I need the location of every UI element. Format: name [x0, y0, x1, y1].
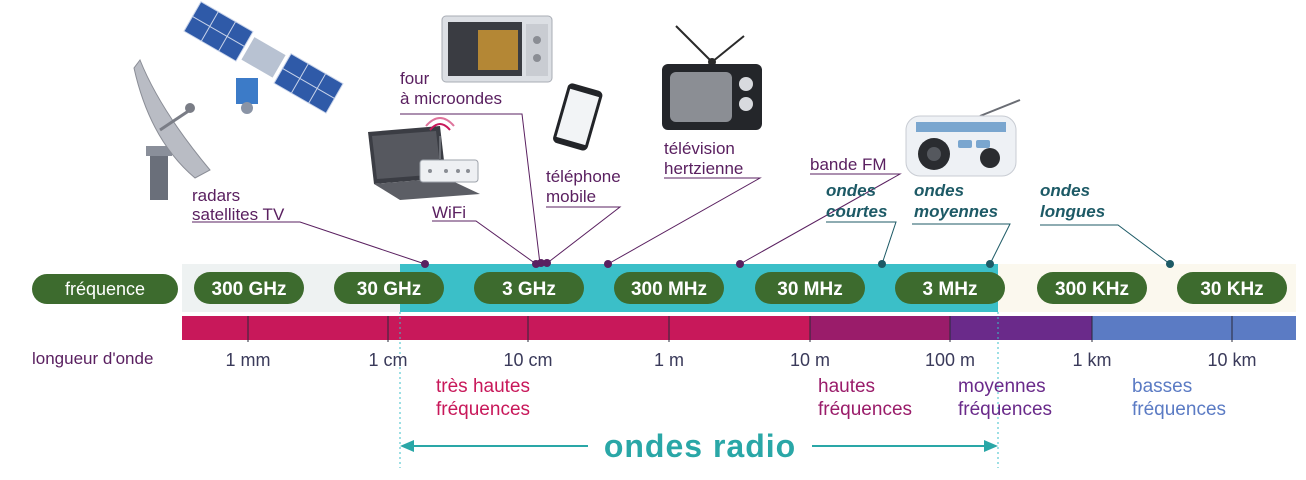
freq-text-8: 30 KHz — [1200, 279, 1263, 300]
radio-icon — [905, 99, 1021, 177]
wavelength-8: 10 km — [1207, 350, 1256, 370]
freq-pill-8 — [1177, 272, 1287, 304]
wavelength-1: 1 mm — [226, 350, 271, 370]
annot-longues-2: longues — [1040, 202, 1105, 221]
band-ticks — [247, 316, 1233, 342]
annot-radars-2: satellites TV — [192, 205, 285, 224]
annot-courtes-2: courtes — [826, 202, 887, 221]
freq-pill-2 — [334, 272, 444, 304]
band-names: très hautes fréquences hautes fréquences… — [436, 376, 1226, 420]
wavelength-3: 10 cm — [503, 350, 552, 370]
freq-text-1: 300 GHz — [212, 279, 287, 300]
freq-pill-1 — [194, 272, 304, 304]
band-bar-low — [1092, 316, 1296, 340]
freq-text-4: 300 MHz — [631, 279, 707, 300]
radio-waves-arrow — [400, 440, 998, 452]
annot-tv-1: télévision — [664, 139, 735, 158]
band-bar-very-high — [182, 316, 810, 340]
wavelength-6: 100 m — [925, 350, 975, 370]
smartphone-icon — [553, 83, 603, 151]
band-low-line1: basses — [1132, 376, 1192, 397]
band-bar-high — [810, 316, 950, 340]
freq-text-3: 3 GHz — [502, 279, 556, 300]
freq-pill-3 — [474, 272, 584, 304]
annot-phone-1: téléphone — [546, 167, 621, 186]
leader-dots — [421, 259, 1174, 268]
frequency-label: fréquence — [65, 279, 145, 299]
wifi-router-icon — [419, 117, 479, 183]
band-bar-medium — [950, 316, 1092, 340]
annot-moyennes-1: ondes — [914, 181, 964, 200]
annot-radars-1: radars — [192, 186, 240, 205]
radio-waves-label: ondes radio — [604, 428, 796, 464]
band-high-line2: fréquences — [818, 399, 912, 420]
annot-moyennes-2: moyennes — [914, 202, 998, 221]
annot-micro-1: four — [400, 69, 430, 88]
wavelength-label: longueur d'onde — [32, 349, 153, 368]
microwave-icon — [441, 15, 553, 83]
wavelength-7: 1 km — [1072, 350, 1111, 370]
band-very-high-line1: très hautes — [436, 376, 530, 397]
annot-courtes-1: ondes — [826, 181, 876, 200]
annot-fm: bande FM — [810, 155, 887, 174]
freq-pill-4 — [614, 272, 724, 304]
wavelength-values: 1 mm 1 cm 10 cm 1 m 10 m 100 m 1 km 10 k… — [226, 350, 1257, 370]
annot-tv-2: hertzienne — [664, 159, 743, 178]
freq-pill-7 — [1037, 272, 1147, 304]
freq-pill-6 — [895, 272, 1005, 304]
satellite-icon — [183, 0, 344, 114]
frequency-pills: 300 GHz 30 GHz 3 GHz 300 MHz 30 MHz 3 MH… — [194, 272, 1287, 304]
freq-text-7: 300 KHz — [1055, 279, 1129, 300]
band-low-line2: fréquences — [1132, 399, 1226, 420]
freq-text-6: 3 MHz — [923, 279, 978, 300]
annot-longues-1: ondes — [1040, 181, 1090, 200]
band-very-high-line2: fréquences — [436, 399, 530, 420]
wavelength-5: 10 m — [790, 350, 830, 370]
wavelength-2: 1 cm — [368, 350, 407, 370]
annot-phone-2: mobile — [546, 187, 596, 206]
frequency-label-pill — [32, 274, 178, 304]
freq-pill-5 — [755, 272, 865, 304]
annot-wifi: WiFi — [432, 203, 466, 222]
band-high-line1: hautes — [818, 376, 875, 397]
television-icon — [662, 25, 762, 130]
annot-micro-2: à microondes — [400, 89, 502, 108]
band-medium-line1: moyennes — [958, 376, 1046, 397]
wavelength-4: 1 m — [654, 350, 684, 370]
leader-lines — [192, 113, 1171, 265]
band-medium-line2: fréquences — [958, 399, 1052, 420]
freq-text-2: 30 GHz — [357, 279, 421, 300]
freq-text-5: 30 MHz — [777, 279, 842, 300]
satellite-dish-icon — [133, 58, 211, 200]
